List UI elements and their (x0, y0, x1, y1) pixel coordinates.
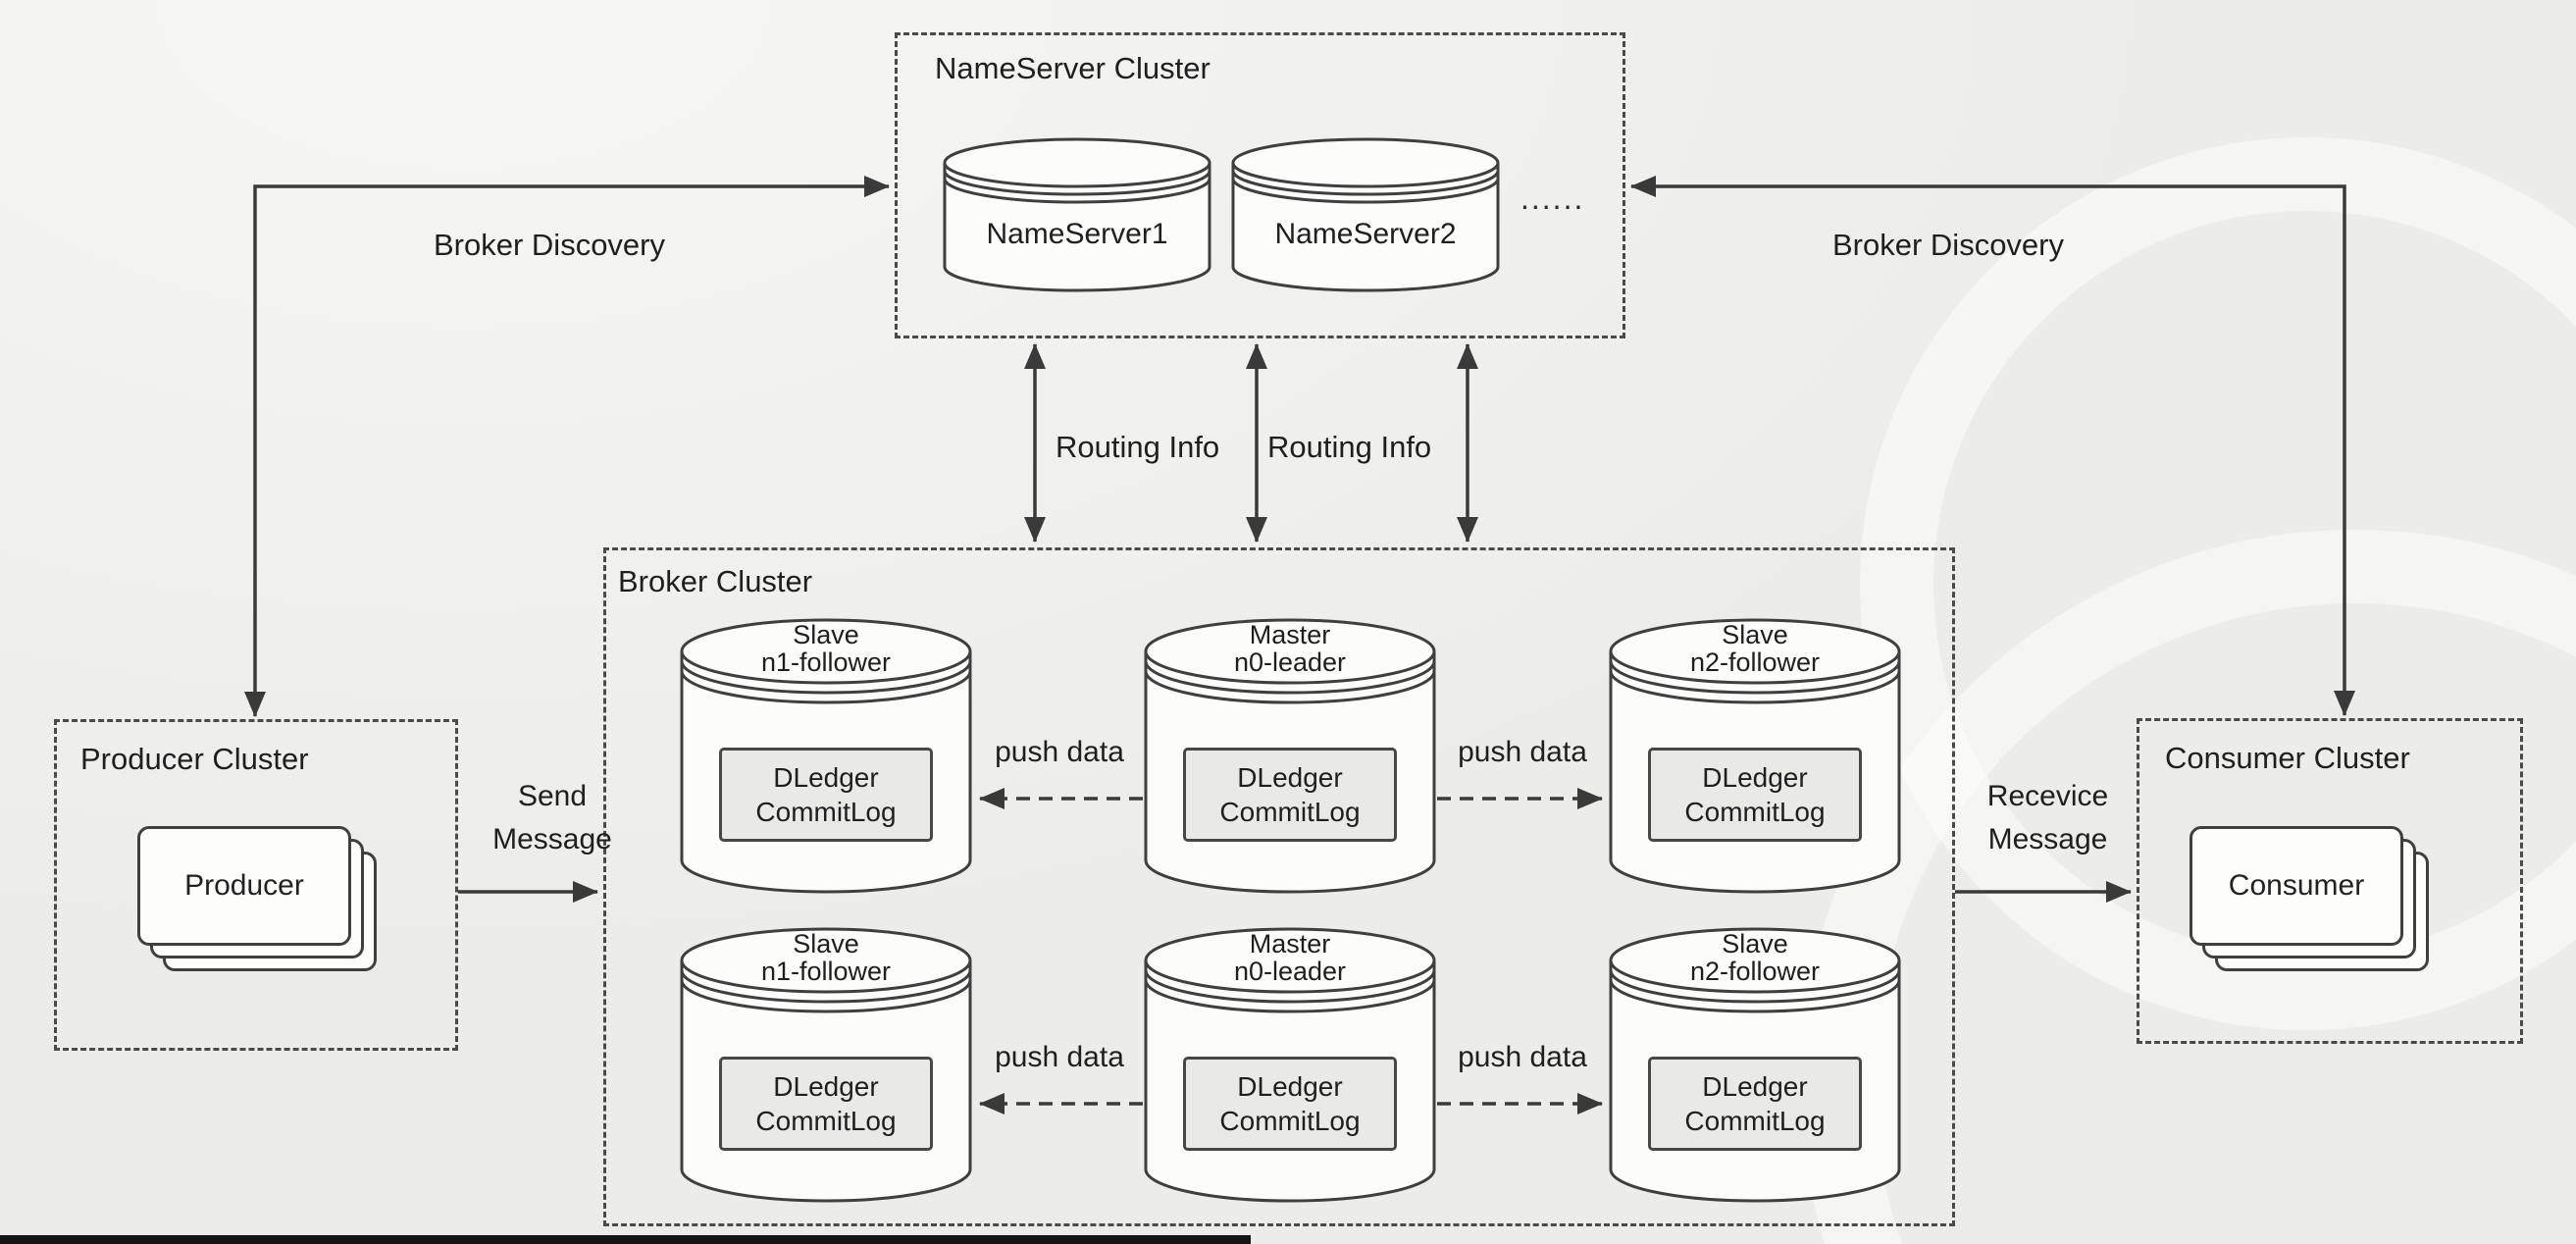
broker-cylinder-master-n0-bottom: Master n0-leader DLedger CommitLog (1143, 925, 1437, 1205)
routing-info-label-1: Routing Info (1056, 430, 1220, 464)
broker-discovery-left-label: Broker Discovery (434, 228, 665, 262)
broker-role-label: Slave (793, 620, 859, 649)
nameserver1-label: NameServer1 (986, 218, 1168, 250)
consumer-card-stack: Consumer (2190, 826, 2429, 973)
broker-node-label: n2-follower (1689, 648, 1821, 677)
producer-cluster-box: Producer Cluster (54, 719, 458, 1051)
receive-message-label: Recevice Message (1986, 780, 2109, 855)
nameserver2-cylinder: NameServer2 (1230, 135, 1501, 292)
push-data-label-row1-right: push data (1458, 736, 1587, 768)
broker-cylinder-slave-n2-bottom: Slave n2-follower DLedger CommitLog (1608, 925, 1902, 1205)
consumer-cluster-box: Consumer Cluster (2137, 718, 2523, 1044)
dledger-commitlog-box: DLedger CommitLog (719, 1057, 933, 1151)
broker-role-label: Master (1249, 620, 1331, 649)
consumer-cluster-title: Consumer Cluster (2165, 741, 2410, 775)
database-cylinder-icon (1231, 137, 1500, 292)
dledger-commitlog-box: DLedger CommitLog (1183, 748, 1397, 842)
broker-role-label: Master (1249, 929, 1331, 959)
dledger-commitlog-box: DLedger CommitLog (1648, 748, 1862, 842)
broker-discovery-right-label: Broker Discovery (1832, 228, 2064, 262)
producer-cluster-title: Producer Cluster (80, 742, 309, 776)
broker-node-label: n0-leader (1233, 648, 1347, 677)
broker-role-label: Slave (1722, 620, 1788, 649)
database-cylinder-icon (943, 137, 1211, 292)
broker-cylinder-slave-n1-top: Slave n1-follower DLedger CommitLog (679, 616, 973, 896)
dledger-commitlog-box: DLedger CommitLog (1648, 1057, 1862, 1151)
nameserver1-cylinder: NameServer1 (942, 135, 1212, 292)
send-message-label: Send Message (492, 780, 612, 855)
broker-node-label: n0-leader (1233, 957, 1347, 986)
producer-card: Producer (137, 826, 351, 946)
broker-node-label: n1-follower (760, 957, 892, 986)
dledger-commitlog-box: DLedger CommitLog (719, 748, 933, 842)
push-data-label-row2-right: push data (1458, 1041, 1587, 1073)
broker-cluster-title: Broker Cluster (618, 564, 813, 598)
broker-node-label: n2-follower (1689, 957, 1821, 986)
bottom-video-progress-bar (0, 1235, 1251, 1244)
push-data-label-row2-left: push data (995, 1041, 1124, 1073)
broker-node-label: n1-follower (760, 648, 892, 677)
routing-info-label-2: Routing Info (1267, 430, 1432, 464)
broker-cylinder-slave-n1-bottom: Slave n1-follower DLedger CommitLog (679, 925, 973, 1205)
broker-cylinder-master-n0-top: Master n0-leader DLedger CommitLog (1143, 616, 1437, 896)
nameserver2-label: NameServer2 (1274, 218, 1457, 250)
producer-card-stack: Producer (137, 826, 377, 973)
nameserver-ellipsis: ...... (1520, 181, 1585, 216)
nameserver-cluster-title: NameServer Cluster (935, 51, 1211, 85)
broker-role-label: Slave (1722, 929, 1788, 959)
consumer-card: Consumer (2190, 826, 2403, 946)
broker-cylinder-slave-n2-top: Slave n2-follower DLedger CommitLog (1608, 616, 1902, 896)
dledger-commitlog-box: DLedger CommitLog (1183, 1057, 1397, 1151)
broker-role-label: Slave (793, 929, 859, 959)
push-data-label-row1-left: push data (995, 736, 1124, 768)
nameserver-cluster-box: NameServer Cluster (895, 32, 1625, 338)
